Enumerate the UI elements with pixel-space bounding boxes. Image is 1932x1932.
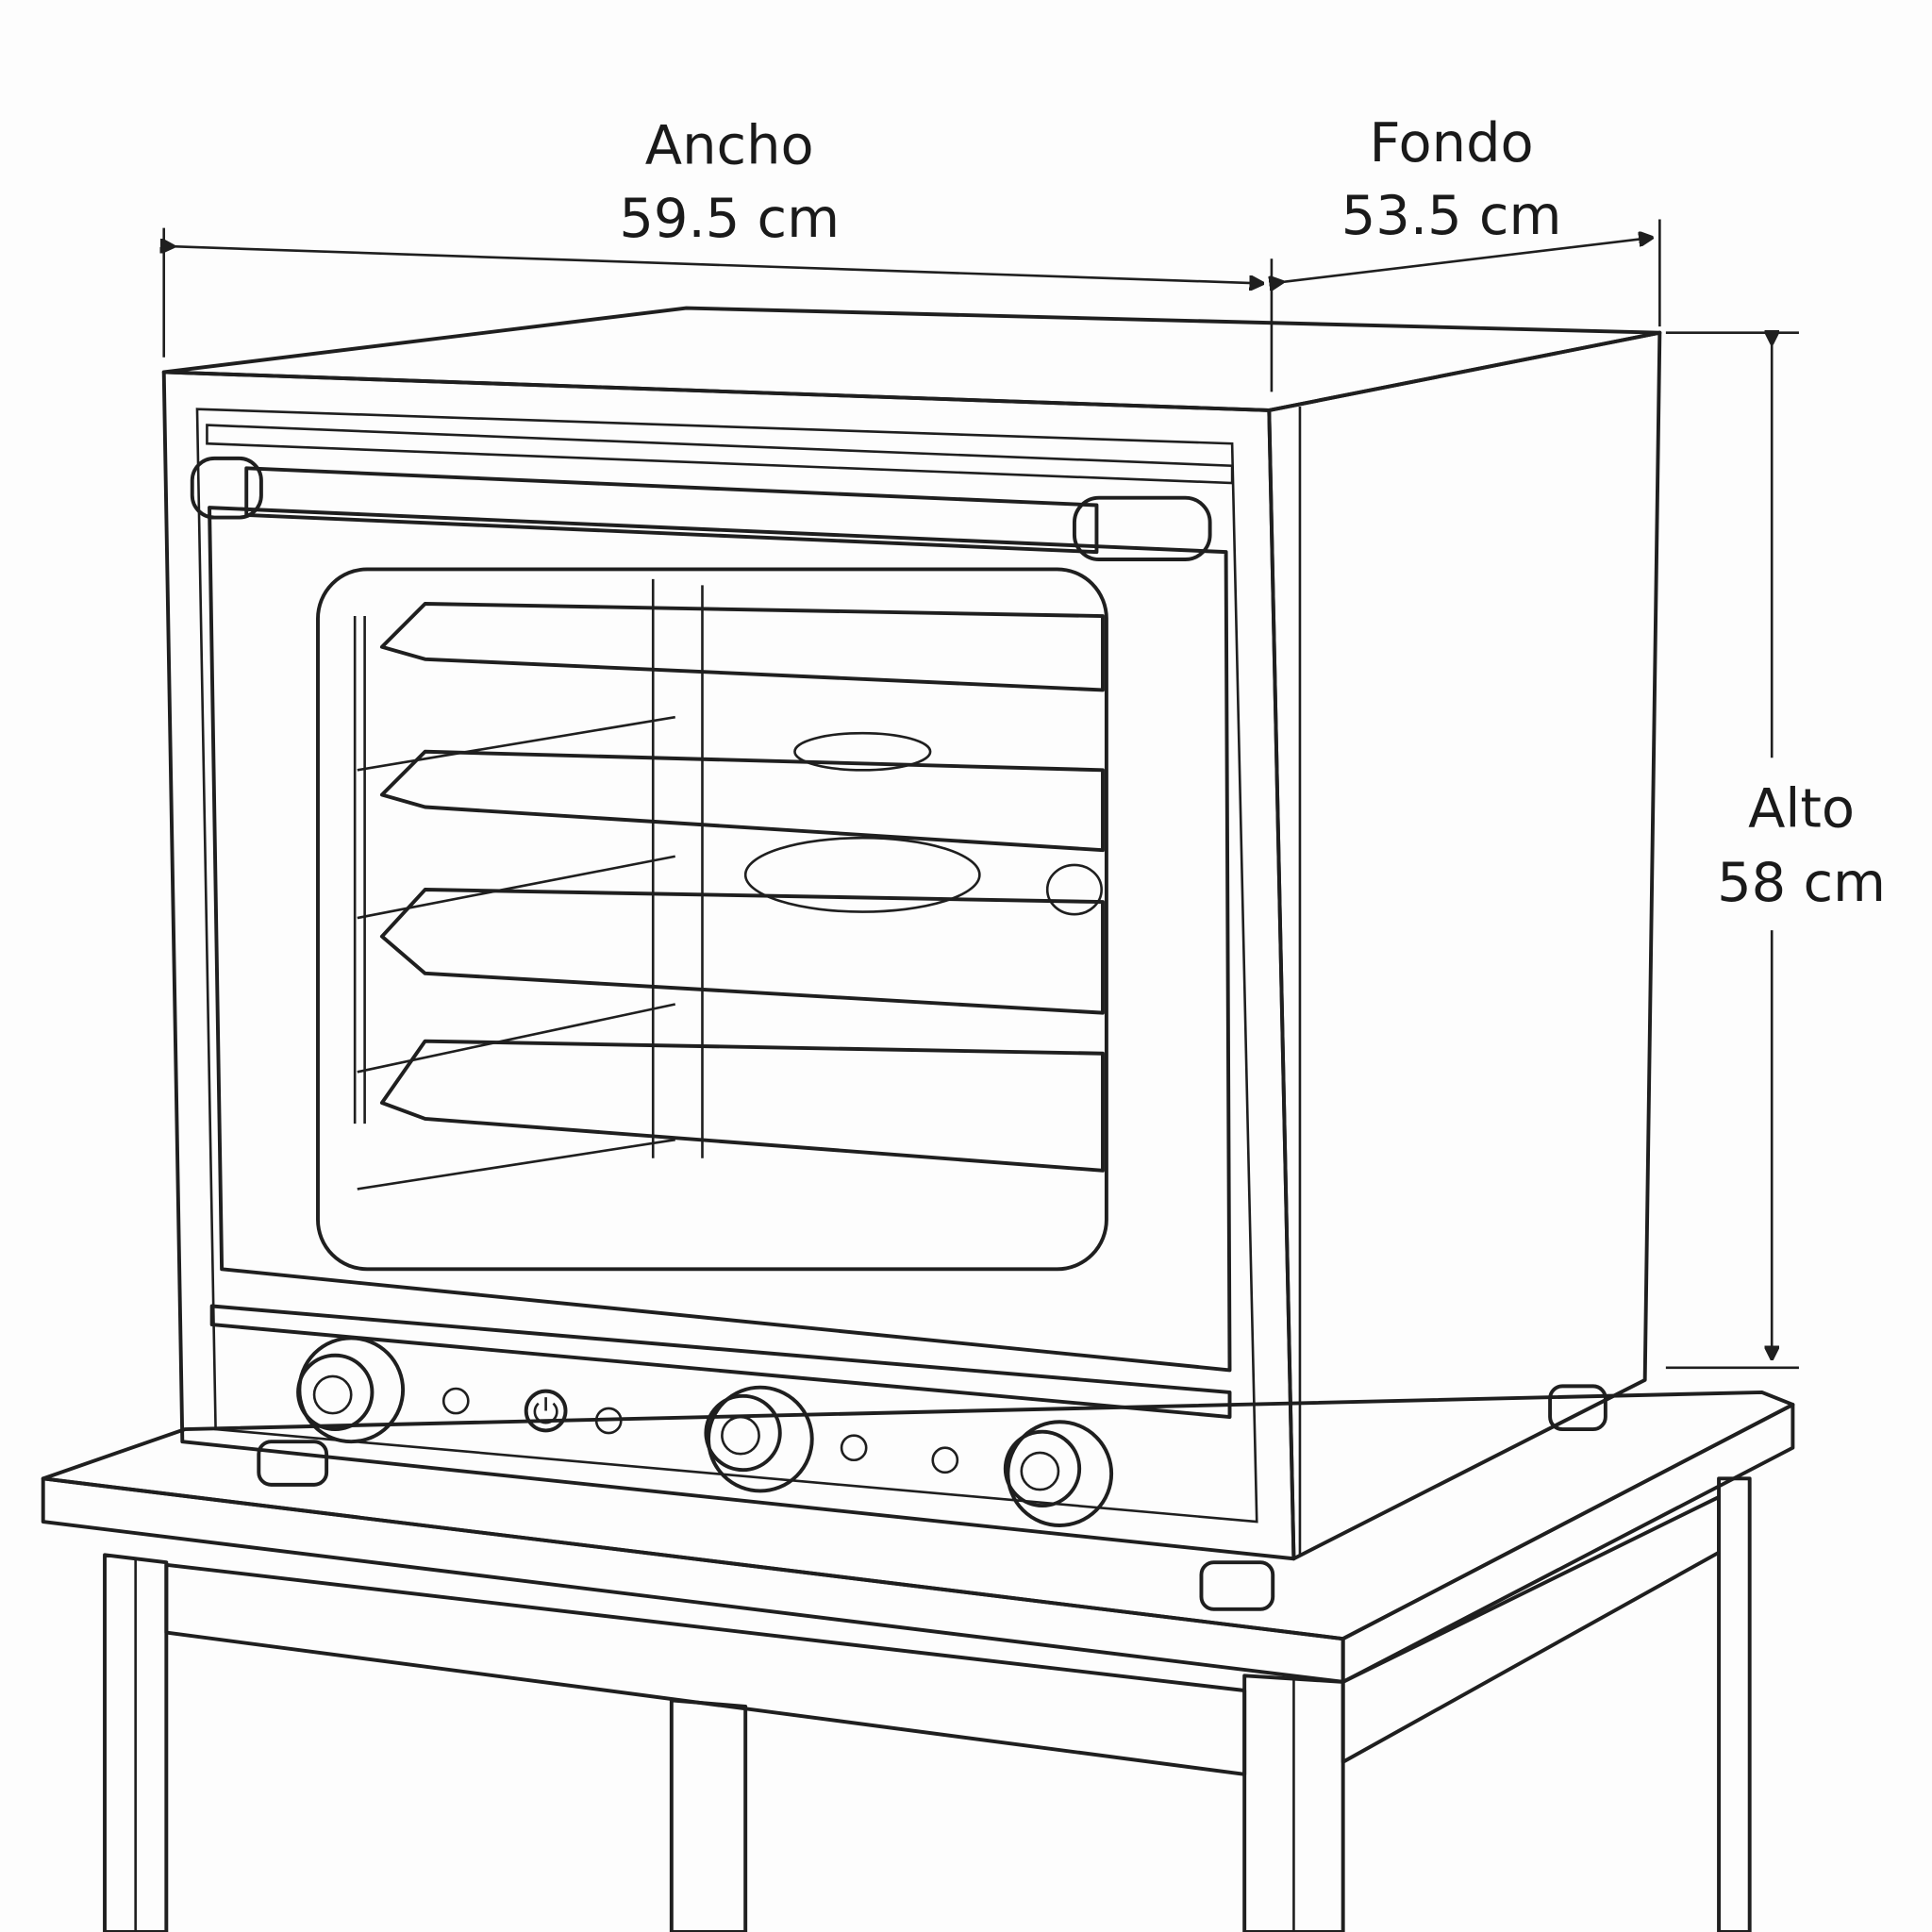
power-button[interactable] — [524, 1389, 568, 1433]
width-label: Ancho — [645, 114, 814, 177]
knob-left[interactable] — [296, 1336, 406, 1444]
depth-value: 53.5 cm — [1341, 184, 1562, 247]
height-value: 58 cm — [1717, 851, 1886, 914]
table-top-surface — [41, 1390, 1795, 1641]
oven-window — [316, 567, 1108, 1272]
oven-trays — [353, 578, 1105, 1191]
oven-top-face — [161, 306, 1662, 412]
indicator-light — [594, 1407, 623, 1435]
oven-front-face — [161, 370, 1296, 1561]
table-leg-back-right — [1717, 1476, 1752, 1932]
indicator-light — [441, 1387, 470, 1415]
table-apron — [164, 1562, 1247, 1776]
depth-label: Fondo — [1370, 111, 1534, 175]
width-value: 59.5 cm — [619, 187, 840, 250]
table-side-apron — [1341, 1494, 1721, 1764]
width-arrow — [173, 246, 1262, 283]
depth-arrow — [1281, 238, 1651, 282]
door-glass-frame — [208, 506, 1232, 1373]
height-label: Alto — [1748, 776, 1855, 840]
table — [41, 1390, 1795, 1932]
knob-middle[interactable] — [704, 1385, 814, 1493]
indicator-light — [931, 1446, 959, 1474]
oven — [161, 306, 1662, 1561]
door-handle[interactable] — [190, 456, 1212, 561]
indicator-light — [840, 1434, 868, 1462]
knob-right[interactable] — [1003, 1420, 1114, 1527]
table-top-side-edge — [1341, 1403, 1795, 1684]
oven-side-face — [1267, 330, 1662, 1561]
control-panel — [209, 1304, 1232, 1527]
table-top-front-edge — [41, 1476, 1345, 1684]
table-leg-back-middle — [669, 1698, 748, 1932]
oven-feet — [257, 1384, 1607, 1611]
dimension-lines — [164, 219, 1799, 1370]
